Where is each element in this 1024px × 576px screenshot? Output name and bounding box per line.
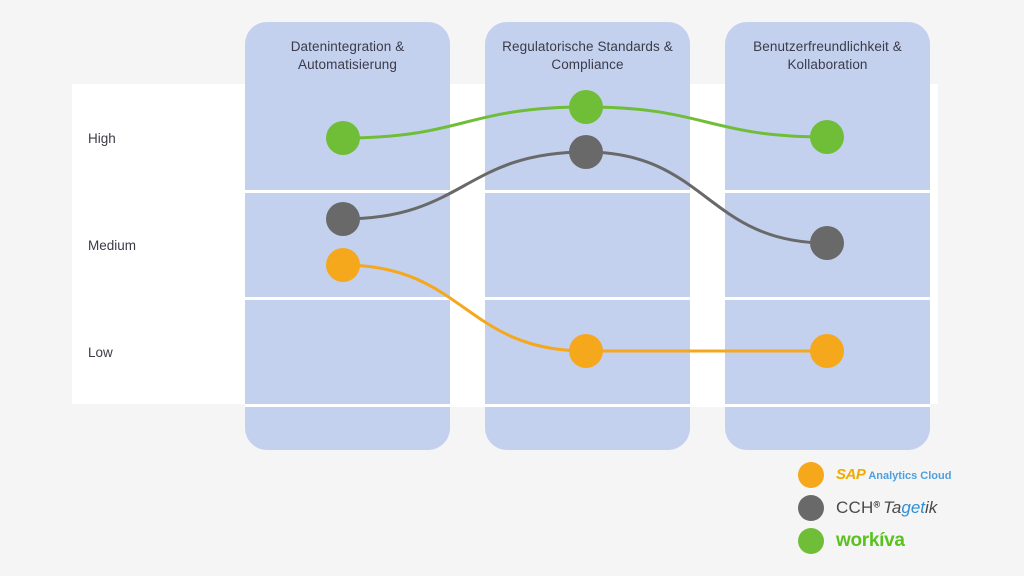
band-separator-high-medium <box>245 190 930 193</box>
wordmark-workiva: workíva <box>836 530 905 551</box>
wordmark-cch-registered: ® <box>873 499 881 510</box>
data-point-cch-tagetik-0[interactable] <box>326 202 360 236</box>
row-label-high: High <box>88 131 116 146</box>
band-separator-low-bottom <box>245 404 930 407</box>
legend-item-cch-tagetik[interactable]: CCH®Tagetik <box>798 491 968 524</box>
wordmark-analytics-cloud: Analytics Cloud <box>868 470 952 482</box>
data-point-sap-analytics-cloud-1[interactable] <box>569 334 603 368</box>
legend-label-workiva: workíva <box>836 531 905 550</box>
wordmark-tagetik-part2: get <box>901 498 925 517</box>
legend-dot-sap-analytics-cloud <box>798 461 824 488</box>
row-label-medium: Medium <box>88 238 137 253</box>
data-point-workiva-2[interactable] <box>810 120 844 154</box>
data-point-cch-tagetik-2[interactable] <box>810 226 844 260</box>
category-column-0[interactable]: Datenintegration &Automatisierung <box>245 22 450 450</box>
wordmark-tagetik-part3: ik <box>925 498 938 517</box>
data-point-cch-tagetik-1[interactable] <box>569 135 603 169</box>
legend-label-cch-tagetik: CCH®Tagetik <box>836 499 937 516</box>
data-point-sap-analytics-cloud-2[interactable] <box>810 334 844 368</box>
data-point-workiva-1[interactable] <box>569 90 603 124</box>
band-separator-medium-low <box>245 297 930 300</box>
wordmark-sap: SAP <box>836 466 866 483</box>
data-point-workiva-0[interactable] <box>326 121 360 155</box>
wordmark-cch: CCH <box>836 498 874 517</box>
category-column-1-title: Regulatorische Standards &Compliance <box>502 39 673 72</box>
row-label-low: Low <box>88 345 113 360</box>
wordmark-tagetik-part1: Ta <box>883 498 902 517</box>
data-point-sap-analytics-cloud-0[interactable] <box>326 248 360 282</box>
legend-dot-cch-tagetik <box>798 494 824 521</box>
category-column-0-title: Datenintegration &Automatisierung <box>290 39 405 72</box>
legend-dot-workiva <box>798 527 824 554</box>
legend-item-workiva[interactable]: workíva <box>798 524 968 557</box>
category-column-2-title: Benutzerfreundlichkeit &Kollaboration <box>753 39 902 72</box>
category-column-1[interactable]: Regulatorische Standards &Compliance <box>485 22 690 450</box>
